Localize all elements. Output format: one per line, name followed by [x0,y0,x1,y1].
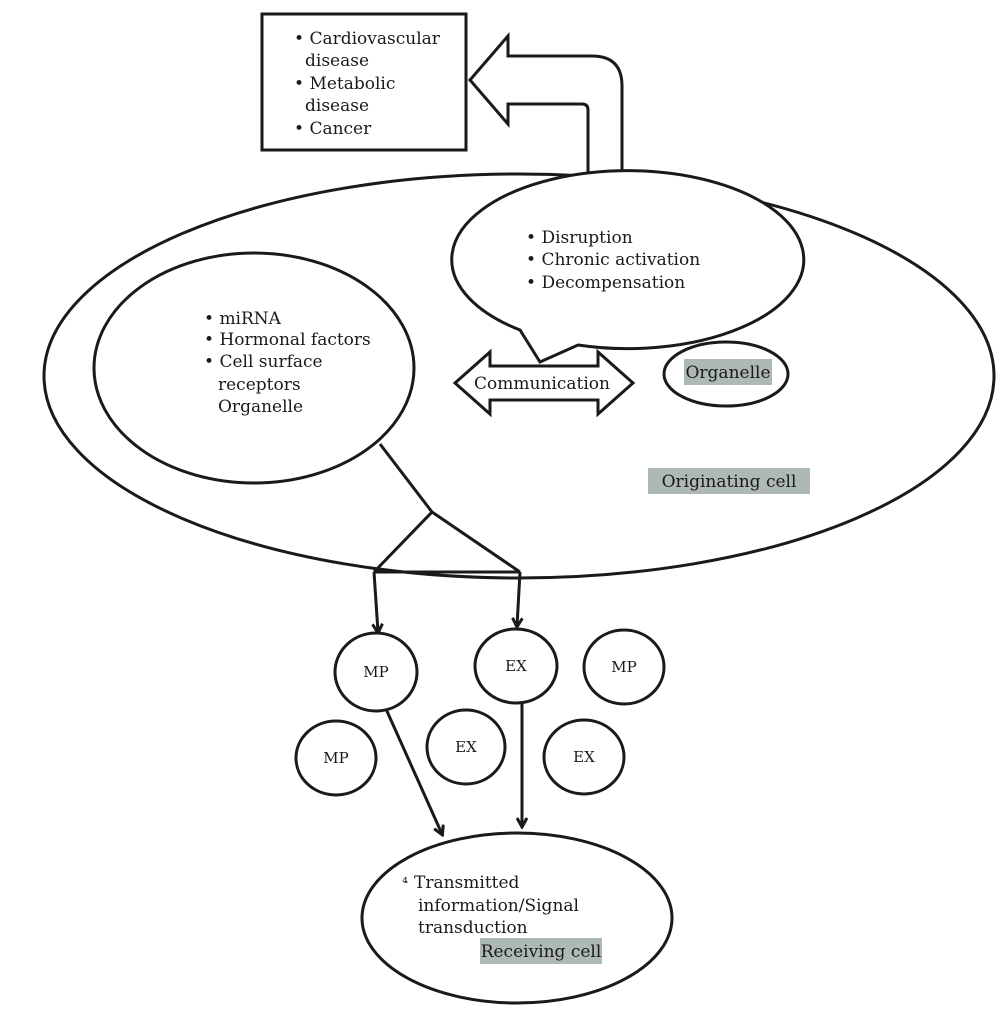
communication-label: Communication [474,374,610,394]
disease-item-1: Cardiovascular [309,29,440,49]
disruption-item-3: Decompensation [541,273,685,293]
particle-ex-2 [425,708,507,786]
particle-mp-2-label: MP [611,658,636,676]
disease-box [260,12,468,152]
disease-item-4: disease [305,96,369,116]
particle-ex-3-label: EX [573,748,595,766]
bullet: • [294,74,309,94]
bullet: • [526,273,541,293]
bullet: • [294,119,309,139]
receiving-cell-label-bg [480,938,602,964]
disruption-item-1: Disruption [541,228,632,248]
originating-cell-label: Originating cell [662,472,797,492]
bullet: • [294,29,309,49]
bullet: • [204,309,219,329]
communication-arrow [452,348,636,418]
svg-text:• miRNA: • miRNA [204,309,282,329]
branch-arrow-mp [374,571,378,632]
particle-mp-3 [294,719,378,797]
particle-ex-1-label: EX [505,657,527,675]
bullet: • [204,330,219,350]
originating-cell-label-bg [648,468,810,494]
svg-text:• Cancer: • Cancer [294,119,372,139]
nucleus-item-4: receptors [218,375,301,395]
receiving-text-2: information/Signal [418,896,579,916]
bullet: • [204,352,219,372]
disruption-list: • Disruption • Chronic activation • Deco… [526,228,700,293]
nucleus-item-3: Cell surface [219,352,322,372]
nucleus-item-1: miRNA [219,309,281,329]
particle-ex-2-label: EX [455,738,477,756]
disease-item-5: Cancer [309,119,372,139]
particle-ex-1 [473,627,559,705]
organelle-label: Organelle [685,363,770,383]
organelle-label-bg [684,359,772,385]
receiving-text-1: Transmitted [414,873,520,893]
svg-text:• Decompensation: • Decompensation [526,273,685,293]
branch-lines [372,443,521,574]
svg-text:• Metabolic: • Metabolic [294,74,395,94]
particle-mp-3-label: MP [323,749,348,767]
svg-text:• Chronic activation: • Chronic activation [526,250,700,270]
svg-text:• Cell surface: • Cell surface [204,352,323,372]
svg-text:• Cardiovascular: • Cardiovascular [294,29,441,49]
particle-mp-1 [333,631,419,713]
disease-item-3: Metabolic [309,74,395,94]
receiving-text-3: transduction [418,918,528,938]
receiving-cell-label: Receiving cell [481,942,602,962]
svg-text:• Hormonal factors: • Hormonal factors [204,330,371,350]
nucleus [92,251,416,485]
nucleus-list: • miRNA • Hormonal factors • Cell surfac… [204,309,371,417]
disruption-bubble [450,169,806,364]
arrow-mp-to-receiver [384,708,442,834]
disruption-item-2: Chronic activation [541,250,700,270]
curved-arrow [468,31,624,182]
receiving-marker: ⁴ [402,874,408,892]
nucleus-item-5: Organelle [218,397,303,417]
disease-item-2: disease [305,51,369,71]
disease-list: • Cardiovascular disease • Metabolic dis… [294,29,441,139]
particle-mp-1-label: MP [363,663,388,681]
particle-mp-2 [582,628,666,706]
bullet: • [526,228,541,248]
branch-arrow-ex [517,571,520,626]
particle-ex-3 [542,718,626,796]
svg-text:• Disruption: • Disruption [526,228,633,248]
bullet: • [526,250,541,270]
nucleus-item-2: Hormonal factors [219,330,370,350]
